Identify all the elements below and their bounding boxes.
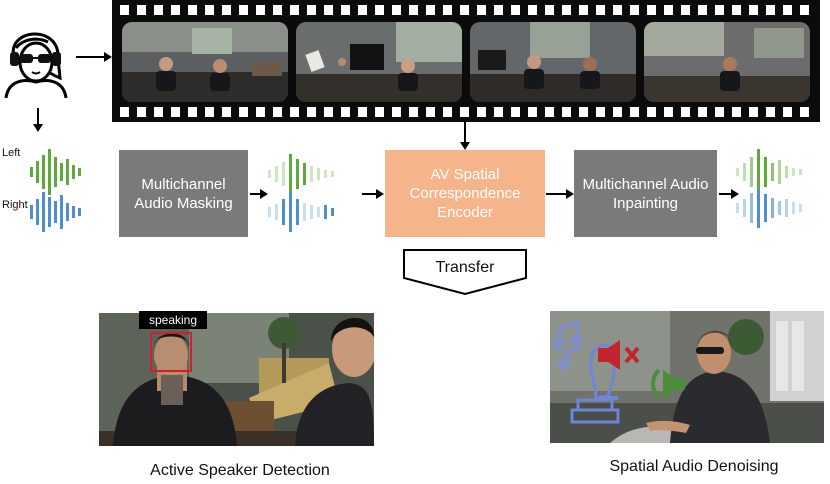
multichannel-audio-inpainting-box: Multichannel Audio Inpainting xyxy=(574,150,717,237)
reconstructed-stereo-waveform xyxy=(736,149,802,228)
spatial-audio-denoising-caption: Spatial Audio Denoising xyxy=(609,458,779,475)
speaking-tag: speaking xyxy=(139,311,207,329)
reconstructed-right-waveform xyxy=(736,188,802,228)
video-frame-3 xyxy=(470,22,636,102)
arrow-to-encoder xyxy=(362,187,384,201)
masked-stereo-waveform xyxy=(268,154,334,232)
video-frame-4 xyxy=(644,22,810,102)
masked-left-waveform xyxy=(268,154,334,194)
multichannel-audio-masking-box: Multichannel Audio Masking xyxy=(119,150,248,237)
transfer-arrow-shape xyxy=(402,248,528,296)
arrow-encoder-to-inpainting xyxy=(546,187,574,201)
right-channel-label: Right xyxy=(2,199,28,211)
active-speaker-icon xyxy=(651,368,685,400)
speaker-bounding-box xyxy=(150,332,192,372)
video-frame-1 xyxy=(122,22,288,102)
left-channel-waveform xyxy=(30,149,81,195)
input-stereo-waveform xyxy=(30,149,81,232)
arrow-to-output-waveform xyxy=(719,187,739,201)
person-glasses-icon xyxy=(0,18,72,98)
video-frame-2 xyxy=(296,22,462,102)
arrow-to-video xyxy=(76,50,112,64)
right-channel-waveform xyxy=(30,192,81,232)
arrow-video-to-encoder xyxy=(458,122,472,150)
arrow-to-audio xyxy=(31,108,45,132)
active-speaker-detection-caption: Active Speaker Detection xyxy=(150,462,330,479)
arrow-masking-to-waveform xyxy=(250,187,268,201)
masked-right-waveform xyxy=(268,192,334,232)
active-speaker-scene-image xyxy=(99,313,374,446)
film-sprocket-holes xyxy=(120,5,809,117)
muted-speaker-icon xyxy=(598,340,640,370)
gramophone-music-icon xyxy=(552,319,620,424)
left-channel-label: Left xyxy=(2,147,21,159)
reconstructed-left-waveform xyxy=(736,149,802,195)
av-spatial-correspondence-encoder-box: AV Spatial Correspondence Encoder xyxy=(385,150,545,237)
transfer-label: Transfer xyxy=(435,259,495,276)
